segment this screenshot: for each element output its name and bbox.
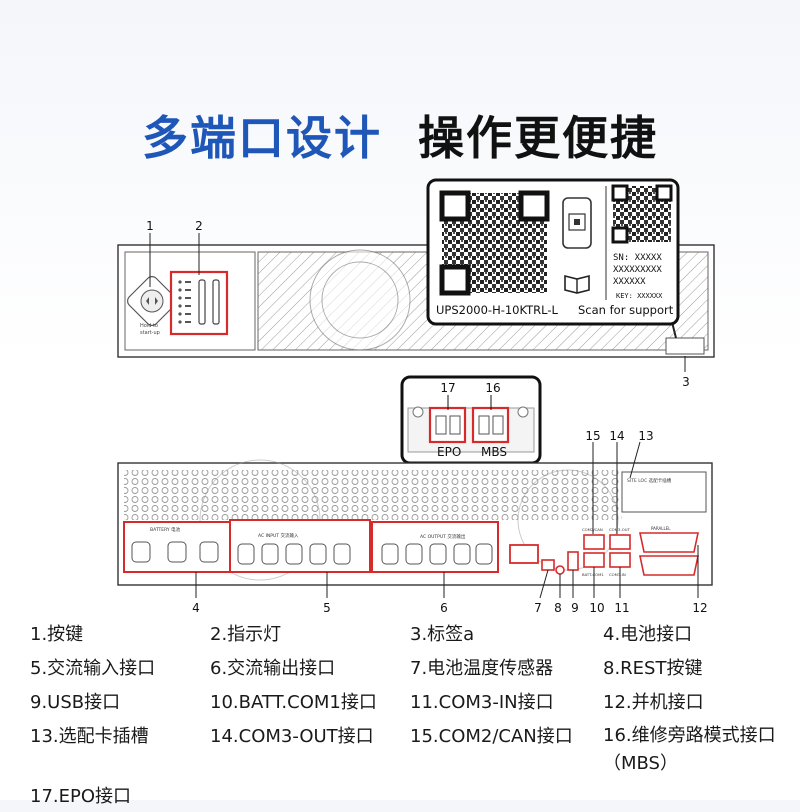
label-card: SN: XXXXX XXXXXXXXX XXXXXX KEY: XXXXXX U… [426, 178, 680, 339]
legend-item: 12.并机接口 [603, 692, 704, 713]
sn-line-1: SN: XXXXX [613, 253, 662, 263]
label-a [665, 337, 705, 355]
com3in-label: COM3-IN [609, 572, 626, 577]
temp-sensor-port [541, 559, 555, 571]
callout-15: 15 [585, 429, 600, 443]
callout-9: 9 [571, 601, 579, 615]
callout-7: 7 [534, 601, 542, 615]
legend-item: 11.COM3-IN接口 [410, 692, 554, 713]
legend-item: 2.指示灯 [210, 624, 282, 645]
parallel-port-top [639, 532, 699, 553]
sn-line-2: XXXXXXXXX [613, 265, 662, 275]
legend-item: 15.COM2/CAN接口 [410, 726, 573, 747]
ac-input-label: AC INPUT 交流输入 [258, 532, 299, 539]
callout-12: 12 [692, 601, 707, 615]
callout-numbers: 1 2 3 17 16 15 14 13 4 5 6 7 8 9 10 11 1… [146, 219, 707, 615]
epo-label: EPO [437, 445, 461, 459]
callout-1: 1 [146, 219, 154, 233]
ac-output-label: AC OUTPUT 交流输出 [420, 533, 466, 540]
legend-item: 14.COM3-OUT接口 [210, 726, 374, 747]
callout-11: 11 [614, 601, 629, 615]
scan-support-text: Scan for support [578, 303, 674, 317]
usb-port [567, 551, 579, 571]
callout-13: 13 [638, 429, 653, 443]
button-caption-2: start-up [140, 330, 160, 336]
headline: 多端口设计操作更便捷 [0, 102, 800, 168]
callout-2: 2 [195, 219, 203, 233]
legend-item: 7.电池温度传感器 [410, 658, 554, 679]
legend-item: 5.交流输入接口 [30, 658, 156, 679]
legend-item: 4.电池接口 [603, 624, 693, 645]
callout-14: 14 [609, 429, 624, 443]
epo-mbs-callout: EPO MBS [400, 375, 542, 546]
legend-item: 1.按键 [30, 624, 84, 645]
parallel-label: PARALLEL [651, 526, 671, 531]
legend-item: 13.选配卡插槽 [30, 726, 149, 747]
com3out-label: COM3-OUT [609, 527, 631, 532]
rear-panel: SITE LOC 选配卡插槽 BATTERY 电池 AC INPUT 交流输入 … [117, 459, 713, 586]
legend-item: 3.标签a [410, 624, 475, 645]
model-text: UPS2000-H-10KTRL-L [436, 303, 559, 317]
key-text: KEY: XXXXXX [616, 292, 663, 300]
callout-17: 17 [440, 381, 455, 395]
com2-label: COM2/CAN [582, 527, 603, 532]
callout-4: 4 [192, 601, 200, 615]
callout-16: 16 [485, 381, 500, 395]
legend-item: 17.EPO接口 [30, 786, 132, 807]
legend-item: 16.维修旁路模式接口（MBS） [603, 725, 776, 774]
power-button[interactable] [125, 274, 179, 328]
callout-6: 6 [440, 601, 448, 615]
com-ports: COM2/CAN COM3-OUT BATT-COM1 COM3-IN [582, 527, 631, 577]
button-caption-1: Hold to [140, 323, 158, 329]
legend-item: 9.USB接口 [30, 692, 121, 713]
battery-label: BATTERY 电池 [150, 526, 181, 533]
batt-com1-label: BATT-COM1 [582, 572, 604, 577]
legend-item: 6.交流输出接口 [210, 658, 336, 679]
leader-lines [149, 233, 699, 599]
reset-button[interactable] [555, 565, 565, 575]
legend-item: 8.REST按键 [603, 658, 703, 679]
epo-mbs-port [509, 544, 539, 564]
headline-part1: 多端口设计 [142, 111, 382, 165]
callout-5: 5 [323, 601, 331, 615]
slot-label: SITE LOC 选配卡插槽 [627, 477, 672, 484]
sn-line-3: XXXXXX [613, 277, 646, 287]
mbs-label: MBS [481, 445, 507, 459]
indicator-panel [169, 270, 229, 336]
legend: 1.按键 2.指示灯 3.标签a 4.电池接口 5.交流输入接口 6.交流输出接… [30, 620, 800, 812]
callout-10: 10 [589, 601, 604, 615]
book-icon [564, 274, 590, 294]
callout-8: 8 [554, 601, 562, 615]
phone-scan-icon [562, 197, 592, 249]
parallel-port-bottom [639, 555, 699, 576]
option-card-slot [621, 471, 707, 513]
headline-part2: 操作更便捷 [418, 111, 658, 165]
callout-3: 3 [682, 375, 690, 389]
legend-item: 10.BATT.COM1接口 [210, 692, 377, 713]
